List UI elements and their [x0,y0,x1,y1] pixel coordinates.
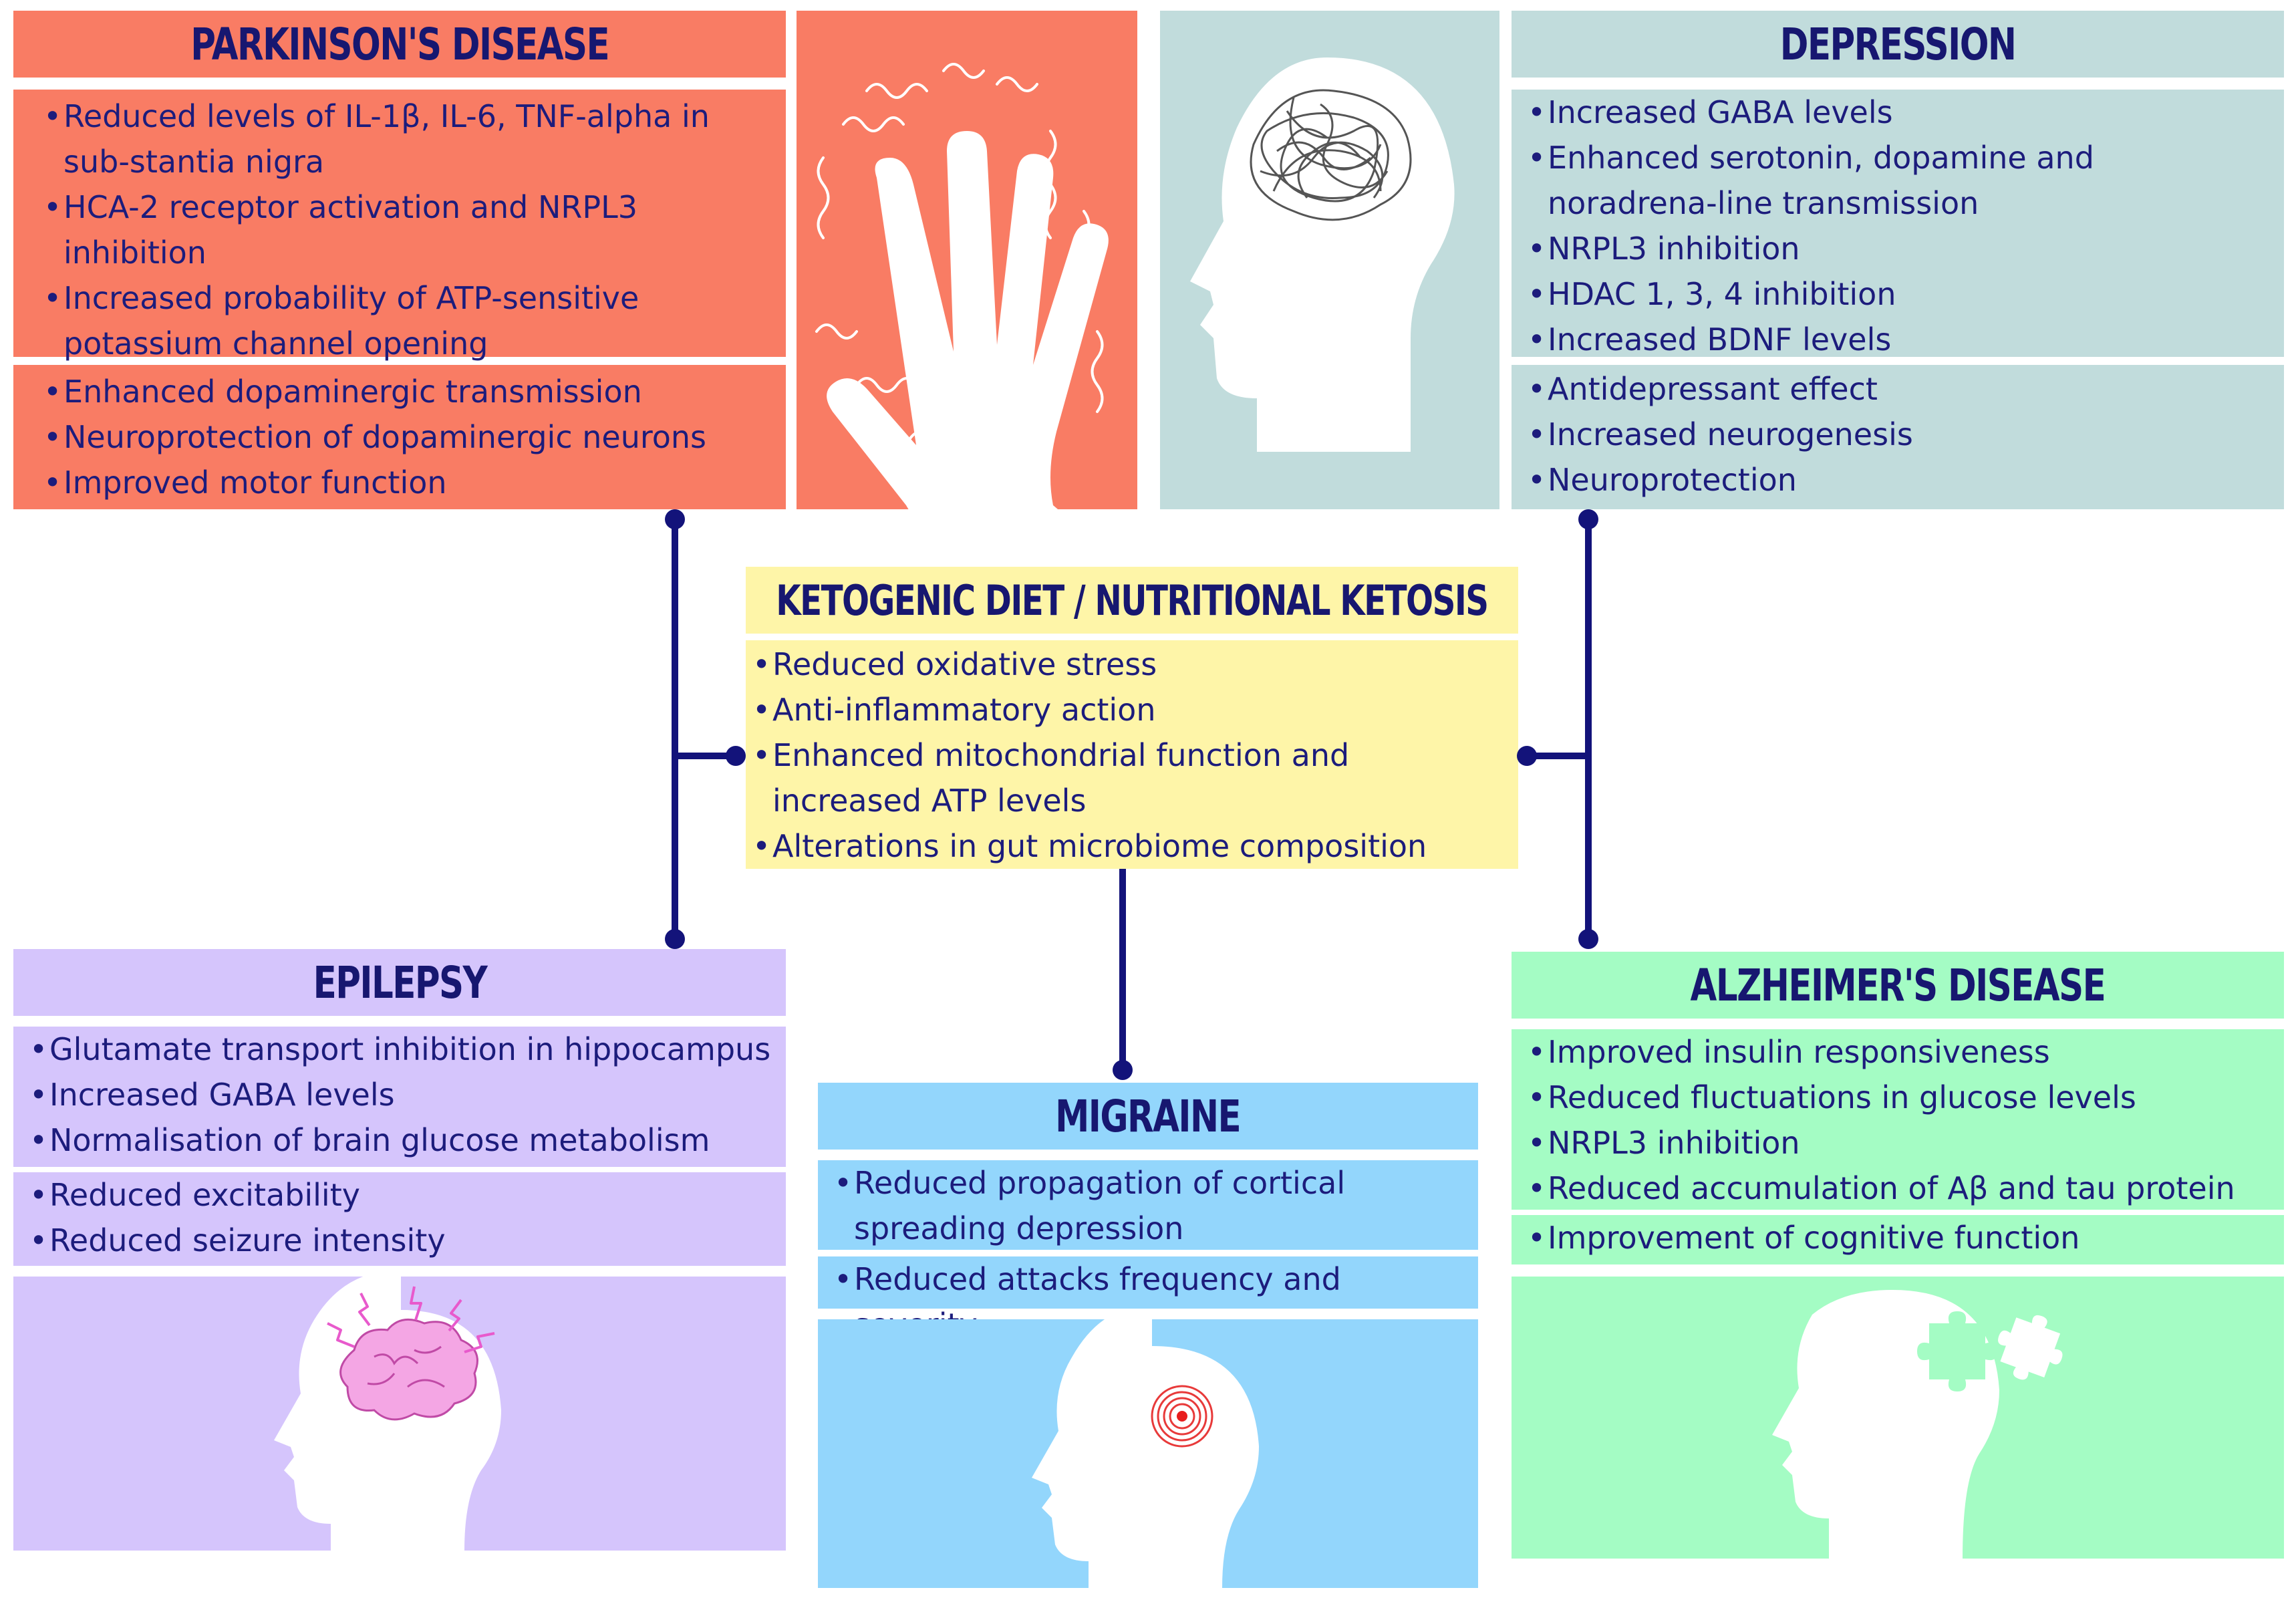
list-item: NRPL3 inhibition [1528,1120,2271,1166]
alzheimers-title: ALZHEIMER'S DISEASE [1512,952,2284,1019]
list-item: Reduced fluctuations in glucose levels [1528,1075,2271,1120]
list-item: Improvement of cognitive function [1528,1215,2271,1260]
tangled-head-icon [1190,57,1455,452]
ketogenic-list-panel: Reduced oxidative stress Anti-inflammato… [746,640,1518,869]
list-item: Normalisation of brain glucose metabolis… [29,1117,772,1163]
list-item: Reduced accumulation of Aβ and tau prote… [1528,1166,2271,1211]
list-item: Reduced propagation of cortical spreadin… [834,1160,1465,1251]
connector-left-horizontal [675,753,742,759]
list-item: Neuroprotection of dopaminergic neurons [43,414,759,460]
seizure-brain-head-icon [274,1277,501,1551]
epilepsy-effects-panel: Reduced excitability Reduced seizure int… [13,1172,786,1266]
connector-dot [1578,509,1598,529]
parkinsons-mechanisms-panel: Reduced levels of IL-1β, IL-6, TNF-alpha… [13,90,786,362]
list-item: Antidepressant effect [1528,366,2257,412]
parkinsons-mechanisms-list: Reduced levels of IL-1β, IL-6, TNF-alpha… [43,94,759,366]
epilepsy-mechanisms-panel: Glutamate transport inhibition in hippoc… [13,1027,786,1167]
alzheimers-mechanisms-list: Improved insulin responsiveness Reduced … [1528,1029,2271,1211]
epilepsy-title: EPILEPSY [13,949,786,1016]
depression-mechanisms-panel: Increased GABA levels Enhanced serotonin… [1512,90,2284,362]
depression-effects-list: Antidepressant effect Increased neurogen… [1528,366,2257,503]
connector-right-horizontal [1524,753,1589,759]
connector-dot [726,746,746,766]
depression-illustration-panel [1160,11,1499,509]
headache-target-head-icon [1032,1319,1259,1588]
parkinsons-effects-list: Enhanced dopaminergic transmission Neuro… [43,369,759,505]
connector-right-vertical [1585,519,1592,940]
puzzle-head-icon [1772,1290,2063,1559]
trembling-hand-icon [815,63,1109,509]
parkinsons-effects-panel: Enhanced dopaminergic transmission Neuro… [13,365,786,509]
list-item: Increased BDNF levels [1528,317,2257,362]
list-item: Increased probability of ATP-sensitive p… [43,275,759,366]
alzheimers-mechanisms-panel: Improved insulin responsiveness Reduced … [1512,1029,2284,1211]
list-item: Reduced levels of IL-1β, IL-6, TNF-alpha… [43,94,759,184]
list-item: Enhanced mitochondrial function and incr… [752,732,1505,823]
connector-dot [665,509,685,529]
migraine-effects-panel: Reduced attacks frequency and severity [818,1256,1478,1343]
alzheimers-effects-list: Improvement of cognitive function [1528,1215,2271,1260]
list-item: Improved motor function [43,460,759,505]
connector-left-vertical [672,519,678,940]
list-item: Neuroprotection [1528,457,2257,503]
connector-dot [1578,929,1598,949]
list-item: Enhanced dopaminergic transmission [43,369,759,414]
list-item: HCA-2 receptor activation and NRPL3 inhi… [43,184,759,275]
connector-dot [665,929,685,949]
alzheimers-effects-panel: Improvement of cognitive function [1512,1215,2284,1264]
list-item: Anti-inflammatory action [752,687,1505,732]
list-item: Reduced seizure intensity [29,1218,772,1263]
list-item: Alterations in gut microbiome compositio… [752,823,1505,869]
ketogenic-title: KETOGENIC DIET / NUTRITIONAL KETOSIS [746,567,1518,634]
migraine-mechanisms-list: Reduced propagation of cortical spreadin… [834,1160,1465,1251]
list-item: Enhanced serotonin, dopamine and noradre… [1528,135,2257,226]
list-item: Increased neurogenesis [1528,412,2257,457]
connector-dot [1517,746,1537,766]
list-item: Increased GABA levels [1528,90,2257,135]
ketogenic-list: Reduced oxidative stress Anti-inflammato… [752,642,1505,869]
migraine-illustration-panel [818,1319,1478,1588]
list-item: Increased GABA levels [29,1072,772,1117]
migraine-mechanisms-panel: Reduced propagation of cortical spreadin… [818,1160,1478,1250]
epilepsy-mechanisms-list: Glutamate transport inhibition in hippoc… [29,1027,772,1163]
list-item: Reduced excitability [29,1172,772,1218]
parkinsons-title: PARKINSON'S DISEASE [13,11,786,78]
epilepsy-illustration-panel [13,1277,786,1551]
depression-mechanisms-list: Increased GABA levels Enhanced serotonin… [1528,90,2257,362]
list-item: HDAC 1, 3, 4 inhibition [1528,271,2257,317]
list-item: Reduced oxidative stress [752,642,1505,687]
depression-title: DEPRESSION [1512,11,2284,78]
connector-dot [1113,1060,1133,1080]
epilepsy-effects-list: Reduced excitability Reduced seizure int… [29,1172,772,1263]
list-item: NRPL3 inhibition [1528,226,2257,271]
connector-center-vertical [1119,869,1126,1069]
list-item: Improved insulin responsiveness [1528,1029,2271,1075]
migraine-title: MIGRAINE [818,1083,1478,1150]
list-item: Glutamate transport inhibition in hippoc… [29,1027,772,1072]
parkinsons-illustration-panel [797,11,1137,509]
alzheimers-illustration-panel [1512,1277,2284,1559]
depression-effects-panel: Antidepressant effect Increased neurogen… [1512,365,2284,509]
